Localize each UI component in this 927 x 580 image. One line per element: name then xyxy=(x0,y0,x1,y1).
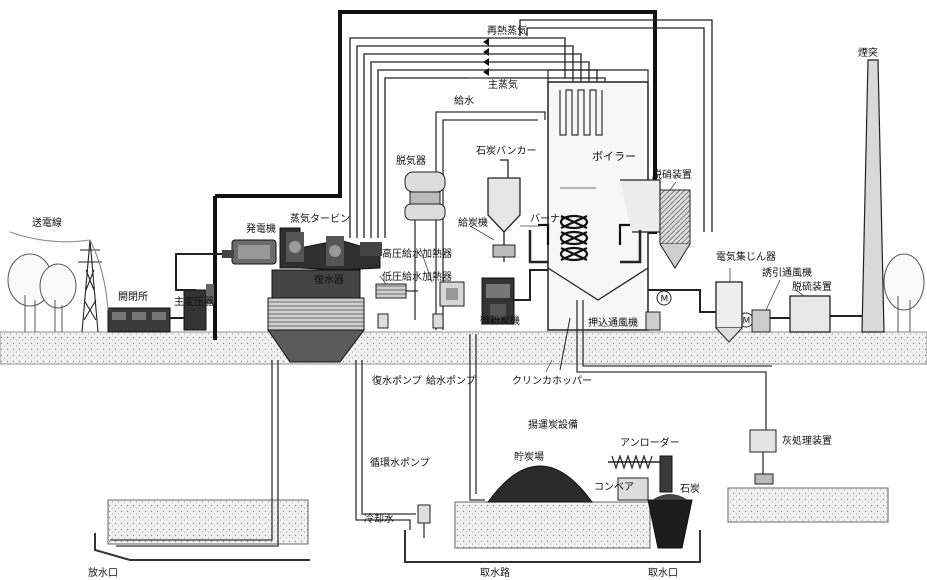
label-discharge-outlet: 放水口 xyxy=(88,566,118,579)
label-condensate-pump: 復水ポンプ xyxy=(372,374,422,387)
label-unloader: アンローダー xyxy=(620,436,680,449)
hp-heater xyxy=(440,282,464,306)
label-cw-pump: 循環水ポンプ xyxy=(370,456,430,469)
label-ash-handling: 灰処理装置 xyxy=(782,434,832,447)
coal-feeder xyxy=(493,245,515,257)
label-deaerator: 脱気器 xyxy=(396,154,426,167)
chimney xyxy=(862,60,884,332)
label-lp-heater: 低圧給水加熱器 xyxy=(382,270,452,283)
label-boiler: ボイラー xyxy=(592,150,636,163)
cw-pump xyxy=(418,505,430,538)
label-steam-turbine: 蒸気タービン xyxy=(290,212,350,225)
label-denitrification: 脱硝装置 xyxy=(652,168,692,181)
label-intake-channel: 取水路 xyxy=(480,566,510,579)
label-feedwater-pump: 給水ポンプ xyxy=(426,374,476,387)
lp-heater xyxy=(376,284,418,298)
denitrification-unit xyxy=(660,190,690,268)
boiler-roof xyxy=(548,70,648,82)
label-intake-outlet: 取水口 xyxy=(648,567,678,579)
label-feedwater: 給水 xyxy=(454,94,474,107)
label-condenser: 復水器 xyxy=(314,273,344,286)
switchyard xyxy=(108,308,184,332)
motor-label-2: M xyxy=(743,317,751,327)
fd-fan xyxy=(646,312,660,330)
feedwater-pump-shape xyxy=(433,314,443,328)
generator xyxy=(222,240,276,264)
label-coal-bunker: 石炭バンカー xyxy=(476,145,537,157)
label-conveyor: コンベア xyxy=(594,481,634,493)
label-switchyard: 開閉所 xyxy=(118,291,148,303)
desulfurization-unit xyxy=(790,296,862,332)
label-coal: 石炭 xyxy=(680,483,700,495)
label-coal-yard: 貯炭場 xyxy=(514,450,544,463)
id-fan xyxy=(752,310,790,332)
label-chimney: 煙突 xyxy=(858,46,878,59)
coal-ship xyxy=(648,494,692,548)
deaerator xyxy=(405,172,445,320)
label-generator: 発電機 xyxy=(246,222,276,235)
coal-bunker xyxy=(488,178,520,232)
label-esp: 電気集じん器 xyxy=(716,250,776,263)
coal-pile xyxy=(488,466,592,502)
label-reheat-steam: 再熱蒸気 xyxy=(487,24,527,37)
label-main-steam: 主蒸気 xyxy=(488,78,518,91)
label-main-transformer: 主変圧器 xyxy=(174,295,214,308)
intake-slab xyxy=(455,502,650,548)
label-coal-feeder: 給炭機 xyxy=(458,216,488,229)
label-hp-heater: 高圧給水加熱器 xyxy=(382,247,452,260)
trees-right xyxy=(884,254,924,332)
steam-turbine xyxy=(280,228,382,270)
label-coal-handling: 揚運炭設備 xyxy=(528,418,578,431)
label-burner: バーナー xyxy=(530,213,570,225)
condensate-pump xyxy=(378,314,388,328)
label-cooling-water: 冷却水 xyxy=(364,512,394,525)
label-fd-fan: 押込通風機 xyxy=(588,316,638,329)
trees-left xyxy=(8,254,76,332)
ash-slab xyxy=(728,488,888,522)
label-transmission-line: 送電線 xyxy=(32,216,62,229)
label-pulverizer: 微粉炭機 xyxy=(480,314,520,327)
ground-strip xyxy=(0,332,927,364)
ash-handling-unit xyxy=(750,430,776,484)
motor-label-1: M xyxy=(661,295,669,305)
label-clinker-hopper: クリンカホッパー xyxy=(512,375,592,387)
label-id-fan: 誘引通風機 xyxy=(762,266,812,279)
label-desulfurization: 脱硫装置 xyxy=(792,280,832,293)
